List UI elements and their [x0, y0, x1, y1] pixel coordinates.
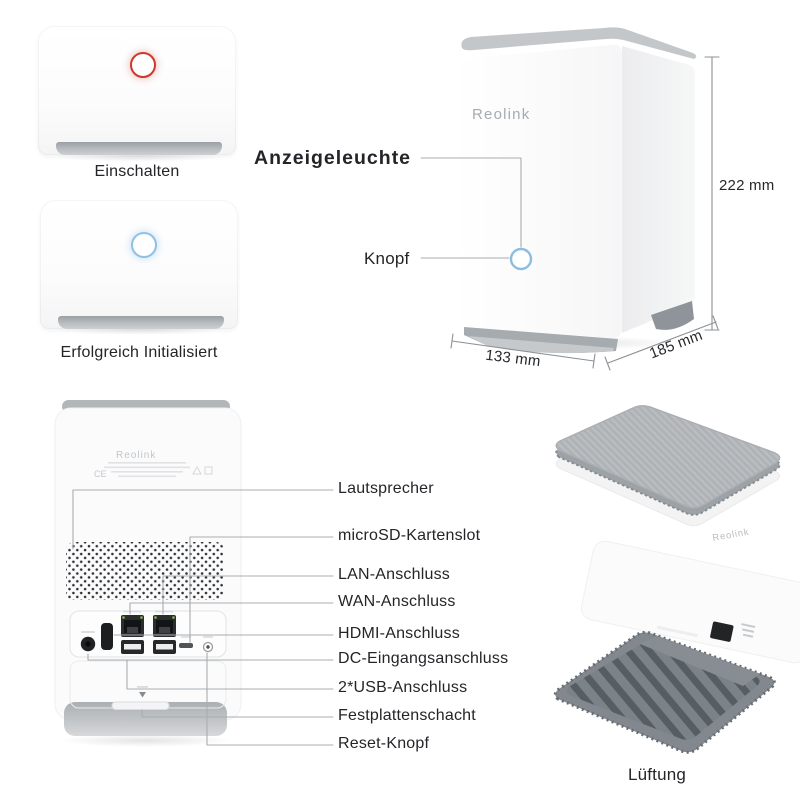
dimension-height: 222 mm [719, 177, 775, 194]
usb-port-tongue [124, 644, 141, 650]
lan-port-tab [159, 627, 170, 633]
ce-mark: CE [94, 469, 107, 479]
back-device-shadow [58, 734, 233, 747]
device-body [580, 540, 800, 664]
vent-bottom-illustration [553, 540, 800, 754]
device-base [58, 316, 224, 329]
brand-logo: Reolink [116, 450, 156, 461]
device-side-face [622, 46, 695, 333]
callout-wan: WAN-Anschluss [338, 593, 456, 610]
callout-lan: LAN-Anschluss [338, 566, 450, 583]
brand-logo: Reolink [472, 106, 530, 123]
callout-dc: DC-Eingangsanschluss [338, 650, 509, 667]
port-label-mark [81, 631, 95, 633]
lan-led [154, 616, 157, 619]
weee-icon [204, 466, 213, 475]
dim-tick [604, 356, 611, 371]
callout-festplatte: Festplattenschacht [338, 707, 476, 724]
top-lid [461, 27, 697, 59]
port-label-mark [155, 610, 173, 613]
port-panel [69, 610, 227, 658]
front-device-illustration: Reolink [456, 27, 697, 354]
vent-bottom-slats [566, 640, 760, 740]
status-view-power-on [38, 26, 236, 155]
knopf-button [509, 247, 533, 271]
dim-tick [592, 353, 596, 369]
brand-logo: Reolink [712, 527, 751, 544]
regulatory-text-line [111, 471, 183, 473]
microsd-slot [179, 643, 193, 648]
status-view-initialized [40, 200, 238, 329]
hdd-latch [656, 625, 698, 637]
vent-slit [741, 623, 756, 628]
port-label-mark [137, 686, 148, 688]
vent-slit [742, 628, 755, 633]
vent-label-bottom: Lüftung [627, 765, 687, 784]
device-body-tilted [580, 540, 800, 664]
wan-led [140, 616, 143, 619]
recycle-icon [192, 465, 202, 475]
usb-port-tongue [156, 644, 173, 650]
vent-bottom-smooth-band [640, 636, 760, 686]
hdd-open-arrow-icon [139, 692, 146, 698]
lan-led [172, 616, 175, 619]
power-led-red-icon [130, 52, 156, 78]
hdd-latch [111, 701, 170, 710]
status-led-blue-icon [131, 232, 157, 258]
callout-lautsprecher: Lautsprecher [338, 480, 434, 497]
wan-port-tab [127, 627, 138, 633]
lan-port [710, 621, 734, 642]
vent-top-illustration: Reolink [555, 404, 781, 544]
dc-power-jack-pin [85, 641, 91, 647]
port-label-mark [181, 636, 191, 638]
device-front-face [456, 44, 622, 339]
callout-anzeigeleuchte: Anzeigeleuchte [254, 147, 412, 169]
wan-led [122, 616, 125, 619]
regulatory-text-line [104, 466, 190, 469]
vent-mesh-top [555, 404, 781, 509]
callout-microsd: microSD-Kartenslot [338, 527, 481, 544]
callout-usb: 2*USB-Anschluss [338, 679, 468, 696]
callout-hdmi: HDMI-Anschluss [338, 625, 460, 642]
regulatory-text-line [118, 475, 176, 478]
speaker-grille [66, 542, 224, 600]
dim-tick [712, 315, 719, 330]
port-label-mark [123, 610, 141, 613]
status-label-einschalten: Einschalten [94, 163, 180, 180]
reset-button-pin [206, 645, 210, 649]
port-label-mark [203, 636, 213, 638]
regulatory-text-line [108, 462, 186, 464]
status-label-initialisiert: Erfolgreich Initialisiert [60, 344, 218, 361]
vent-slit [742, 633, 754, 638]
hdmi-port [101, 623, 113, 650]
back-device-illustration: Reolink CE [54, 400, 242, 736]
callout-knopf: Knopf [364, 249, 410, 268]
callout-reset: Reset-Knopf [338, 735, 430, 752]
device-base [56, 142, 222, 155]
